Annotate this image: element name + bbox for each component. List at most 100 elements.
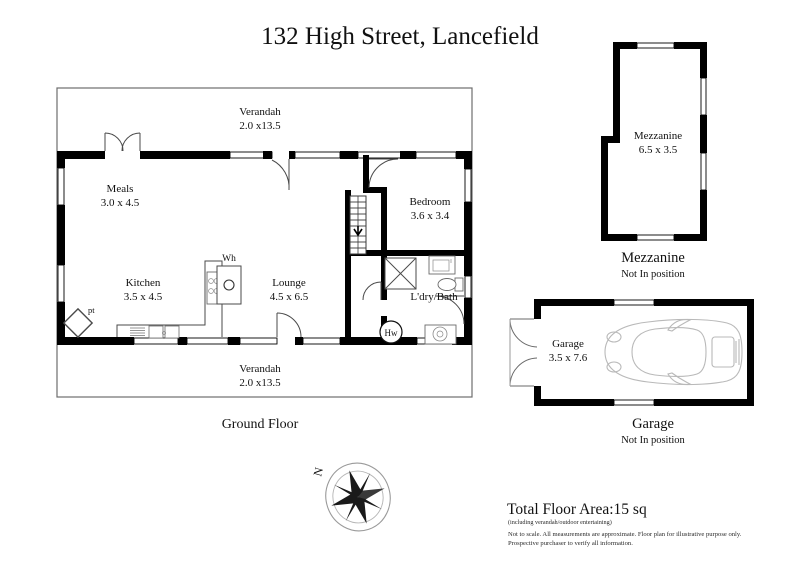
internal-wall-bedroom-left bbox=[363, 155, 369, 193]
window bbox=[186, 337, 229, 345]
room-label-kitchen: Kitchen bbox=[126, 277, 161, 289]
room-dims-verandah-top: 2.0 x13.5 bbox=[239, 120, 281, 132]
disclaimer-line-2: Prospective purchaser to verify all info… bbox=[508, 540, 633, 547]
window bbox=[700, 152, 707, 191]
wall-segment bbox=[228, 337, 240, 345]
wall-segment bbox=[295, 337, 303, 345]
wall-segment bbox=[613, 42, 637, 49]
wall-segment bbox=[57, 205, 65, 265]
total-floor-area: Total Floor Area:15 sq bbox=[507, 501, 647, 518]
internal-wall-bedroom-side bbox=[381, 190, 387, 255]
wall-segment bbox=[601, 234, 637, 241]
window bbox=[302, 337, 341, 345]
compass-north-label: N bbox=[310, 465, 326, 477]
door-swing-ldry-right bbox=[435, 295, 465, 325]
wall-segment bbox=[534, 386, 541, 406]
window bbox=[464, 275, 472, 299]
kitchen-sink-fixture bbox=[130, 325, 180, 339]
wall-segment bbox=[747, 299, 754, 406]
door-swing-ldry-left bbox=[362, 281, 382, 301]
window bbox=[613, 399, 655, 406]
post-label: pt bbox=[88, 305, 95, 315]
post-marker bbox=[62, 307, 94, 339]
page-title: 132 High Street, Lancefield bbox=[261, 23, 539, 50]
window bbox=[239, 337, 278, 345]
water-heater-fixture bbox=[216, 265, 242, 305]
window bbox=[636, 234, 675, 241]
wall-segment bbox=[464, 151, 472, 169]
wall-segment bbox=[289, 151, 295, 159]
room-label-meals: Meals bbox=[107, 183, 134, 195]
basin-fixture bbox=[428, 255, 456, 275]
garage-group: Garage 3.5 x 7.6 Garage Not In position bbox=[509, 299, 754, 446]
ground-floor-caption: Ground Floor bbox=[222, 417, 299, 432]
wall-segment bbox=[601, 136, 608, 241]
hot-water-label: Hw bbox=[385, 328, 398, 338]
window bbox=[294, 151, 341, 159]
wall-segment bbox=[654, 299, 754, 306]
wall-segment bbox=[601, 136, 620, 143]
room-label-verandah-top: Verandah bbox=[239, 106, 281, 118]
wall-segment bbox=[400, 151, 416, 159]
wall-segment bbox=[674, 42, 707, 49]
window bbox=[57, 264, 65, 303]
window bbox=[57, 167, 65, 206]
shower-fixture bbox=[384, 257, 417, 290]
window bbox=[613, 299, 655, 306]
wall-left bbox=[57, 151, 65, 344]
room-label-verandah-bottom: Verandah bbox=[239, 363, 281, 375]
internal-wall-stair bbox=[345, 190, 351, 345]
ground-floor-group: Hw Wh bbox=[56, 87, 473, 432]
washing-machine-fixture bbox=[424, 324, 457, 345]
wall-segment bbox=[464, 202, 472, 276]
door-swing-bottom bbox=[276, 312, 302, 338]
garage-door-swing bbox=[509, 318, 538, 387]
wall-segment bbox=[534, 399, 614, 406]
wall-segment bbox=[654, 399, 754, 406]
door-swing-top bbox=[271, 159, 290, 191]
wall-segment bbox=[57, 302, 65, 344]
mezzanine-caption-title: Mezzanine bbox=[621, 250, 685, 266]
wall-bottom bbox=[57, 337, 472, 345]
wall-segment bbox=[57, 151, 65, 168]
room-label-garage: Garage bbox=[552, 338, 584, 350]
wall-segment bbox=[263, 151, 272, 159]
room-dims-verandah-bottom: 2.0 x13.5 bbox=[239, 377, 281, 389]
inclusion-note: (including verandah/outdoor entertaining… bbox=[508, 519, 612, 526]
window bbox=[415, 151, 457, 159]
garage-caption-title: Garage bbox=[632, 416, 674, 432]
room-dims-lounge: 4.5 x 6.5 bbox=[270, 291, 309, 303]
mezzanine-caption-note: Not In position bbox=[621, 269, 685, 280]
garage-caption-note: Not In position bbox=[621, 435, 685, 446]
wall-segment bbox=[613, 42, 620, 142]
wall-segment bbox=[700, 190, 707, 241]
wall-segment bbox=[178, 337, 187, 345]
wall-segment bbox=[340, 151, 358, 159]
window bbox=[700, 77, 707, 116]
room-label-lounge: Lounge bbox=[272, 277, 306, 289]
wall-segment bbox=[700, 42, 707, 78]
wall-segment bbox=[534, 299, 541, 319]
room-dims-garage: 3.5 x 7.6 bbox=[549, 352, 588, 364]
compass-rose: N bbox=[310, 462, 391, 532]
car-outline bbox=[604, 318, 743, 386]
disclaimer-line-1: Not to scale. All measurements are appro… bbox=[508, 531, 742, 538]
window bbox=[133, 337, 179, 345]
mezzanine-floor bbox=[601, 42, 707, 241]
internal-wall-bedroom-bottom bbox=[345, 250, 472, 256]
wall-segment bbox=[674, 234, 707, 241]
window bbox=[464, 168, 472, 203]
internal-wall-bedroom-jog bbox=[363, 187, 387, 193]
internal-wall-ldry-left-upper bbox=[381, 256, 387, 300]
wall-segment bbox=[700, 115, 707, 153]
wall-segment bbox=[340, 337, 417, 345]
room-dims-bedroom: 3.6 x 3.4 bbox=[411, 210, 450, 222]
footer-group: Total Floor Area:15 sq (including verand… bbox=[507, 501, 742, 547]
wall-segment bbox=[57, 151, 105, 159]
toilet-fixture bbox=[437, 277, 464, 292]
room-label-bedroom: Bedroom bbox=[410, 196, 451, 208]
room-label-mezzanine: Mezzanine bbox=[634, 130, 682, 142]
wall-segment bbox=[464, 298, 472, 345]
room-dims-kitchen: 3.5 x 4.5 bbox=[124, 291, 163, 303]
